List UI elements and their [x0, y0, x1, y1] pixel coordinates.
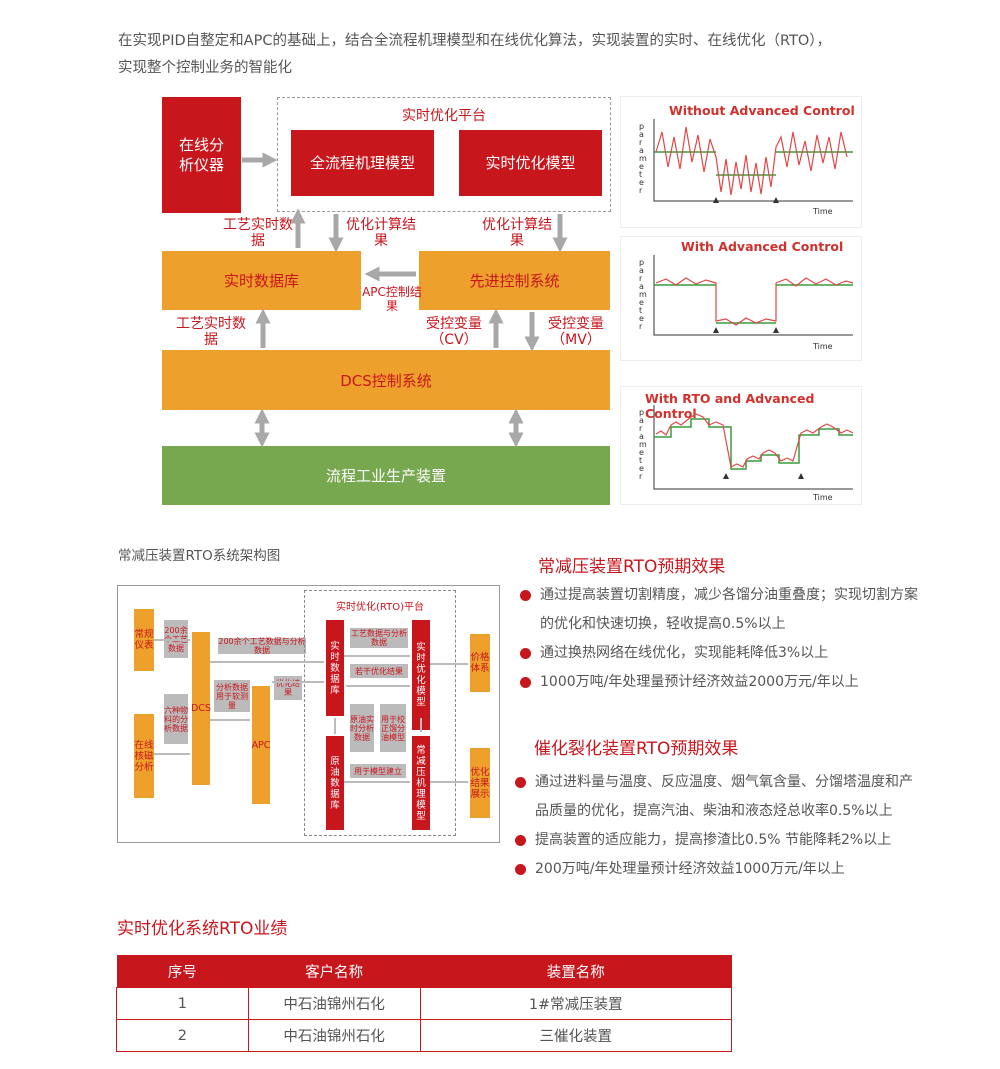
bullet-dot	[515, 864, 526, 875]
bullet-dot	[520, 677, 531, 688]
col-header-index: 序号	[116, 955, 249, 988]
model-build-box: 用于模型建立	[350, 764, 406, 778]
rto-platform-frame	[277, 97, 611, 212]
fcc-bullet-3: 200万吨/年处理量预计经济效益1000万元/年以上	[513, 855, 923, 884]
chart-title-1: Without Advanced Control	[669, 103, 855, 118]
plant-box: 流程工业生产装置	[162, 446, 610, 505]
fcc-bullet-2: 提高装置的适应能力，提高掺渣比0.5% 节能降耗2%以上	[513, 826, 923, 855]
cdu-bullet-1: 通过提高装置切割精度，减少各馏分油重叠度；实现切割方案的优化和快速切换，轻收提高…	[518, 581, 928, 639]
opt-result-label-1: 优化计算结果	[346, 217, 416, 249]
intro-line-2: 实现整个控制业务的智能化	[118, 60, 292, 76]
chart-xlabel-3: Time	[813, 493, 833, 502]
fcc-bullet-text-2: 提高装置的适应能力，提高掺渣比0.5% 节能降耗2%以上	[535, 832, 892, 848]
diagram1-arrows	[242, 152, 568, 448]
soft-sensor-box: 分析数据用于软测量	[214, 680, 250, 712]
crude-realtime-box: 原油实时分析数据	[350, 704, 374, 752]
apc-small-box: APC	[252, 686, 270, 804]
dcs-box: DCS控制系统	[162, 350, 610, 410]
performance-title: 实时优化系统RTO业绩	[117, 919, 288, 939]
fcc-effect-list: 通过进料量与温度、反应温度、烟气氧含量、分馏塔温度和产品质量的优化，提高汽油、柴…	[513, 768, 923, 884]
cdu-bullet-text-1: 通过提高装置切割精度，减少各馏分油重叠度；实现切割方案的优化和快速切换，轻收提高…	[540, 587, 918, 632]
cdu-rto-diagram: 常规仪表 在线核磁分析 200余个工艺数据 六种物料的分析数据 DCS 200余…	[117, 585, 500, 843]
online-analyzer-box: 在线分析仪器	[162, 97, 241, 213]
process-data-label-2: 工艺实时数据	[176, 316, 246, 348]
opt-result-small-box: 优化结果	[274, 676, 302, 700]
dcs-small-box: DCS	[191, 632, 211, 785]
process-analysis-200-box: 200余个工艺数据与分析数据	[218, 637, 306, 655]
cdu-effect-list: 通过提高装置切割精度，减少各馏分油重叠度；实现切割方案的优化和快速切换，轻收提高…	[518, 581, 928, 697]
rto-model-box: 实时优化模型	[459, 130, 602, 196]
diagram2-arrows	[154, 639, 468, 783]
cv-label: 受控变量（CV）	[426, 316, 482, 348]
col-header-customer: 客户名称	[248, 955, 420, 988]
apc-result-label: APC控制结果	[362, 285, 422, 313]
process-data-label-1: 工艺实时数据	[223, 217, 293, 249]
six-material-box: 六种物料的分析数据	[164, 694, 188, 744]
platform-title: 实时优化平台	[402, 108, 486, 124]
rto-platform-small-title: 实时优化(RTO)平台	[335, 602, 424, 613]
opt-result-label-2: 优化计算结果	[482, 217, 552, 249]
chart-xlabel-1: Time	[813, 207, 833, 216]
intro-line-1: 在实现PID自整定和APC的基础上，结合全流程机理模型和在线优化算法，实现装置的…	[118, 33, 832, 49]
cell-unit: 三催化装置	[419, 1019, 732, 1052]
cdu-model-box: 常减压机理模型	[412, 736, 430, 830]
rt-db-small-box: 实时数据库	[326, 620, 344, 716]
chart-title-3: With RTO and Advanced Control	[645, 391, 815, 421]
cell-customer: 中石油锦州石化	[247, 1019, 421, 1052]
apc-system-box: 先进控制系统	[419, 251, 610, 310]
performance-table: 序号 客户名称 装置名称 1 中石油锦州石化 1#常减压装置 2 中石油锦州石化…	[116, 955, 732, 1052]
intro-text: 在实现PID自整定和APC的基础上，结合全流程机理模型和在线优化算法，实现装置的…	[118, 28, 898, 82]
cdu-bullet-text-3: 1000万吨/年处理量预计经济效益2000万元/年以上	[540, 674, 859, 690]
cell-index: 2	[116, 1019, 249, 1052]
bullet-dot	[520, 590, 531, 601]
mv-label: 受控变量（MV）	[548, 316, 604, 348]
fcc-bullet-1: 通过进料量与温度、反应温度、烟气氧含量、分馏塔温度和产品质量的优化，提高汽油、柴…	[513, 768, 923, 826]
calibrate-model-box: 用于校正馏分油模型	[380, 704, 406, 752]
price-system-box: 价格体系	[470, 634, 490, 692]
chart-with-rto: With RTO and Advanced Control parameter …	[620, 386, 862, 505]
chart-ylabel-1: parameter	[639, 122, 647, 195]
cdu-bullet-3: 1000万吨/年处理量预计经济效益2000万元/年以上	[518, 668, 928, 697]
bullet-dot	[515, 835, 526, 846]
nmr-analyzer-box: 在线核磁分析	[134, 714, 154, 798]
rto-architecture-caption: 常减压装置RTO系统架构图	[118, 548, 281, 564]
fcc-effect-title: 催化裂化装置RTO预期效果	[534, 739, 739, 759]
chart-plot-2	[653, 255, 854, 336]
mechanism-model-box: 全流程机理模型	[291, 130, 434, 196]
chart-without-control: Without Advanced Control parameter Time	[620, 96, 862, 228]
cell-customer: 中石油锦州石化	[247, 987, 421, 1020]
chart-title-2: With Advanced Control	[681, 239, 844, 254]
bullet-dot	[515, 777, 526, 788]
conventional-instrument-box: 常规仪表	[134, 609, 154, 671]
process-analysis-box: 工艺数据与分析数据	[350, 628, 408, 648]
chart-plot-3	[653, 405, 854, 490]
opt-display-box: 优化结果展示	[470, 748, 490, 818]
cdu-effect-title: 常减压装置RTO预期效果	[538, 557, 726, 577]
table-header-row: 序号 客户名称 装置名称	[116, 955, 732, 988]
rto-model-small-box: 实时优化模型	[412, 620, 430, 730]
rto-platform-small-frame	[304, 590, 456, 836]
fcc-bullet-text-1: 通过进料量与温度、反应温度、烟气氧含量、分馏塔温度和产品质量的优化，提高汽油、柴…	[535, 774, 913, 819]
col-header-unit: 装置名称	[420, 955, 732, 988]
chart-with-control: With Advanced Control parameter Time	[620, 236, 862, 361]
chart-ylabel-3: parameter	[639, 408, 647, 481]
some-opt-box: 若干优化结果	[350, 664, 408, 678]
realtime-database-box: 实时数据库	[162, 251, 361, 310]
bullet-dot	[520, 648, 531, 659]
chart-xlabel-2: Time	[813, 342, 833, 351]
cell-index: 1	[116, 987, 249, 1020]
cdu-bullet-text-2: 通过换热网络在线优化，实现能耗降低3%以上	[540, 645, 829, 661]
crude-db-box: 原油数据库	[326, 736, 344, 830]
chart-plot-1	[653, 119, 853, 203]
chart-ylabel-2: parameter	[639, 258, 647, 331]
control-comparison-charts: Without Advanced Control parameter Time …	[620, 96, 862, 505]
table-row: 2 中石油锦州石化 三催化装置	[116, 1019, 732, 1052]
cell-unit: 1#常减压装置	[419, 987, 732, 1020]
fcc-bullet-text-3: 200万吨/年处理量预计经济效益1000万元/年以上	[535, 861, 845, 877]
cdu-bullet-2: 通过换热网络在线优化，实现能耗降低3%以上	[518, 639, 928, 668]
table-row: 1 中石油锦州石化 1#常减压装置	[116, 987, 732, 1020]
